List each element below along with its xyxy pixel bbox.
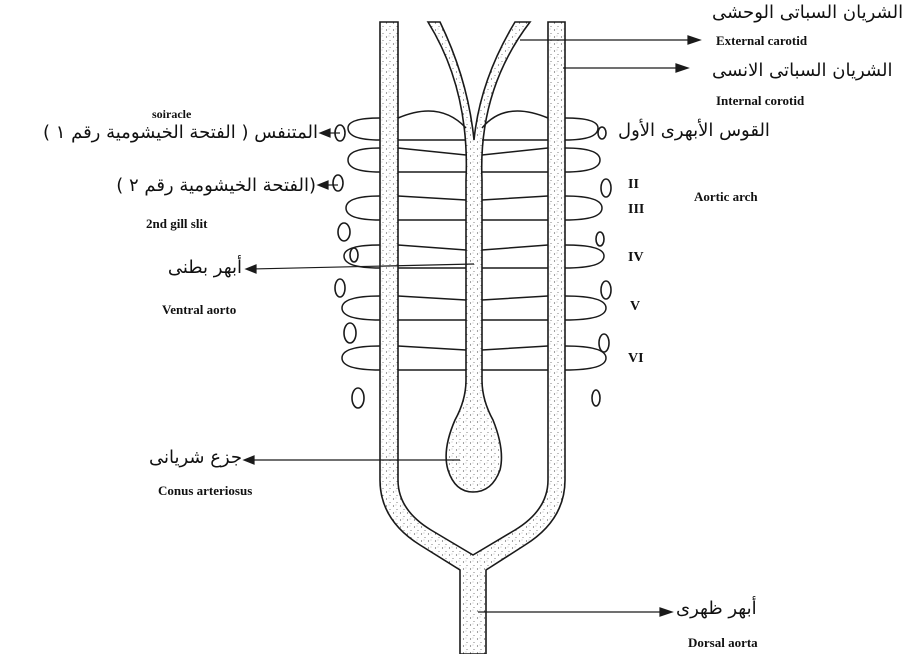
gill-slit-2: [333, 175, 343, 191]
gill-slit-2-label-ar: (الفتحة الخيشومية رقم ٢ ): [66, 177, 316, 195]
arch-numeral-6: VI: [628, 352, 644, 366]
arch-numeral-4: IV: [628, 251, 644, 265]
ventral-aorta-label-ar: أبهر بطنى: [150, 259, 242, 277]
arch-numeral-5: V: [630, 300, 640, 314]
ventral-aorta-trunk: [428, 22, 530, 492]
right-arches: [482, 111, 606, 370]
internal-carotid-label-ar: الشريان السباتى الانسى: [712, 62, 892, 80]
left-arches: [342, 111, 466, 370]
spiracle-label: soiracle: [152, 108, 191, 120]
aortic-arch-label: Aortic arch: [694, 190, 758, 203]
arch-numeral-3: III: [628, 203, 644, 217]
dorsal-aorta-label-ar: أبهر ظهرى: [676, 600, 757, 618]
gill-slit-2-label: 2nd gill slit: [146, 217, 207, 230]
spiracle-label-ar: المتنفس ( الفتحة الخيشومية رقم ١ ): [6, 124, 318, 142]
conus-label: Conus arteriosus: [158, 484, 252, 497]
ventral-aorta-label: Ventral aorto: [162, 303, 236, 316]
internal-carotid-label: Internal corotid: [716, 94, 804, 107]
dorsal-aorta-label: Dorsal aorta: [688, 636, 758, 649]
first-aortic-arch-label-ar: القوس الأبهرى الأول: [618, 122, 770, 140]
conus-label-ar: جزع شريانى: [150, 449, 242, 467]
external-carotid-label: External carotid: [716, 34, 807, 47]
external-carotid-label-ar: الشريان السباتى الوحشى: [712, 4, 903, 22]
arch-numeral-2: II: [628, 178, 639, 192]
